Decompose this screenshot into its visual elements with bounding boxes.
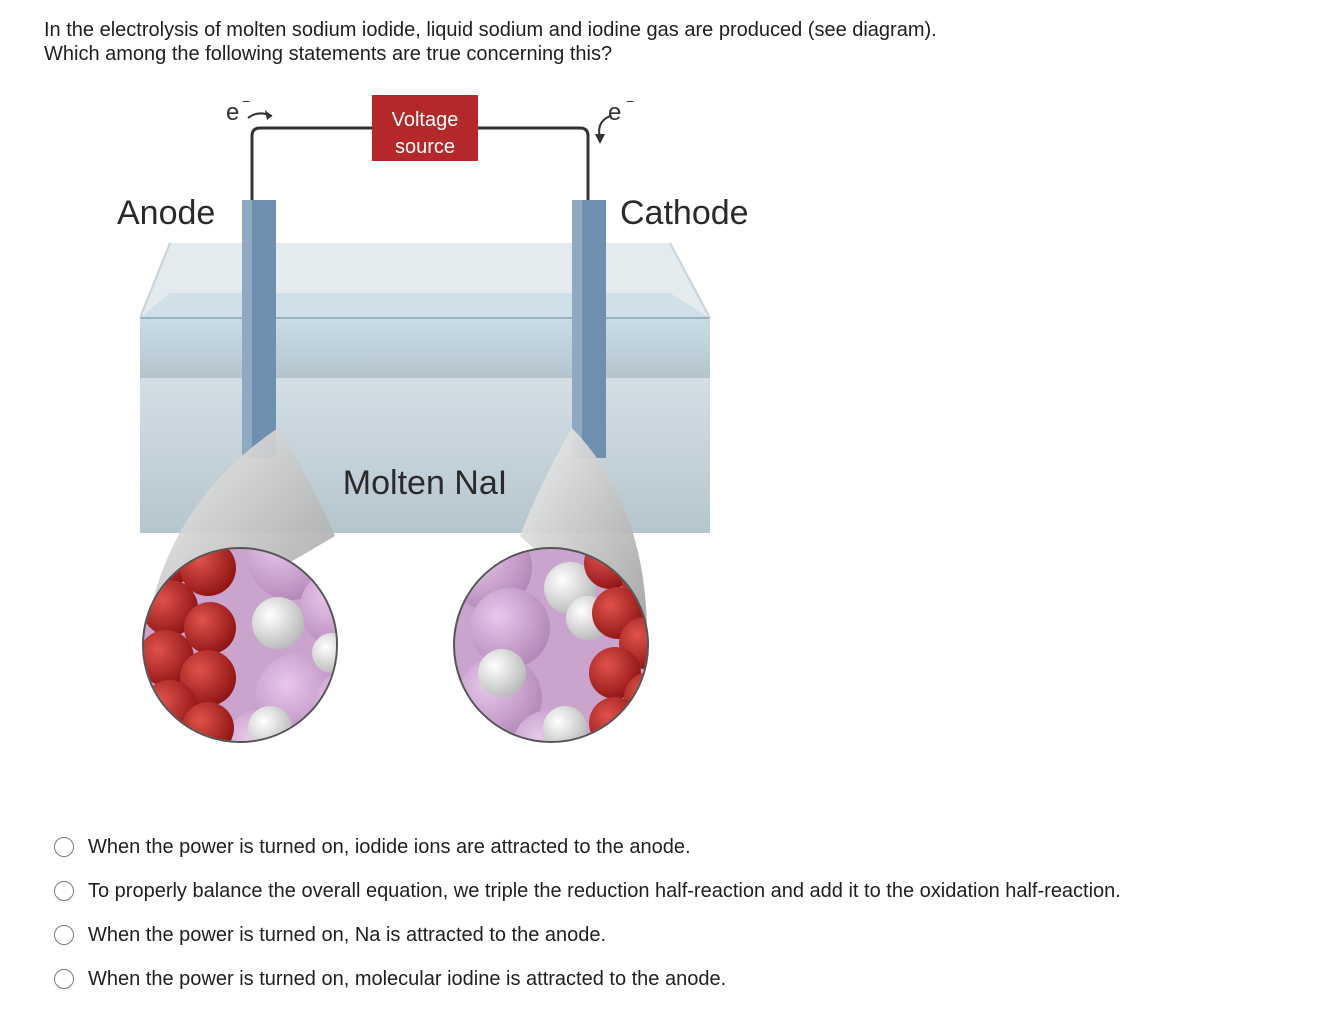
option-4[interactable]: When the power is turned on, molecular i… [52, 957, 1302, 1001]
radio-button[interactable] [54, 969, 74, 989]
electron-left-label: e − [226, 93, 273, 126]
svg-text:e: e [608, 99, 621, 126]
option-label: To properly balance the overall equation… [88, 879, 1121, 902]
voltage-label-1: Voltage [392, 109, 459, 131]
question-text: In the electrolysis of molten sodium iod… [44, 18, 1244, 66]
radio-button[interactable] [54, 881, 74, 901]
option-2[interactable]: To properly balance the overall equation… [52, 869, 1302, 913]
radio-button[interactable] [54, 837, 74, 857]
radio-button[interactable] [54, 925, 74, 945]
cathode-zoom-view [453, 547, 649, 743]
svg-text:e: e [226, 99, 239, 126]
voltage-source: Voltage source [372, 95, 478, 161]
option-1[interactable]: When the power is turned on, iodide ions… [52, 825, 1302, 869]
electrolysis-diagram: Voltage source e − e − Anode Cathode Mol… [110, 88, 770, 808]
voltage-label-2: source [395, 136, 455, 158]
anode-label: Anode [117, 194, 215, 232]
option-3[interactable]: When the power is turned on, Na is attra… [52, 913, 1302, 957]
answer-options: When the power is turned on, iodide ions… [52, 825, 1302, 1001]
electrolyte-label: Molten NaI [343, 464, 507, 502]
svg-text:−: − [242, 93, 250, 109]
question-line-1: In the electrolysis of molten sodium iod… [44, 19, 937, 41]
cathode-label: Cathode [620, 194, 749, 232]
option-label: When the power is turned on, molecular i… [88, 967, 727, 990]
option-label: When the power is turned on, iodide ions… [88, 835, 691, 858]
electron-right-label: e − [595, 93, 634, 144]
option-label: When the power is turned on, Na is attra… [88, 923, 607, 946]
circuit-wire [250, 126, 590, 200]
question-line-2: Which among the following statements are… [44, 43, 613, 65]
svg-text:−: − [626, 93, 634, 109]
